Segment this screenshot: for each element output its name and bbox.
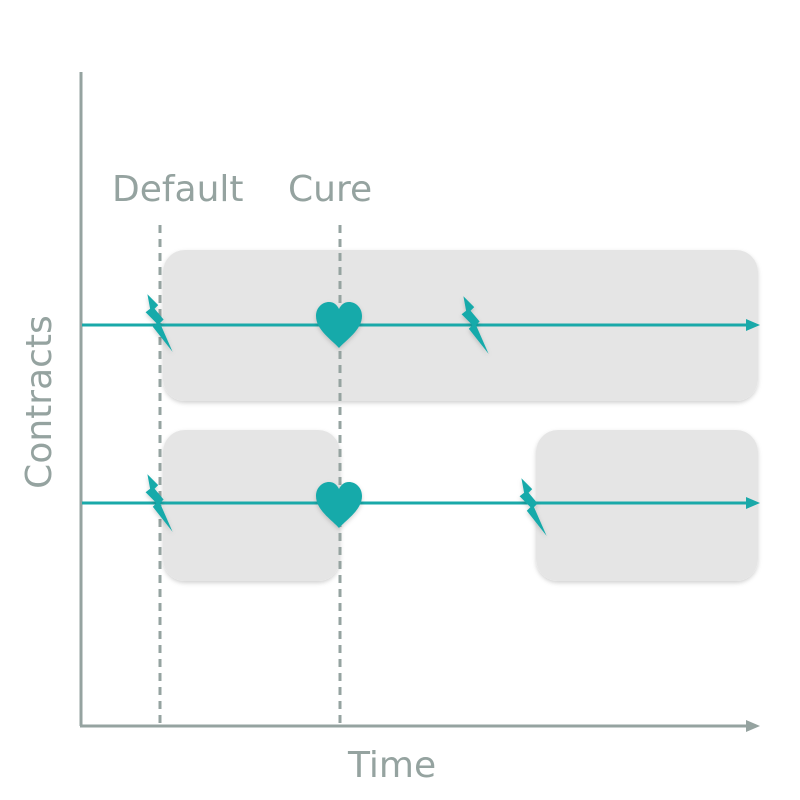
x-axis-label: Time bbox=[348, 745, 437, 786]
contract-2-arrowhead bbox=[746, 497, 760, 509]
contract-1-arrowhead bbox=[746, 319, 760, 331]
x-axis-arrowhead bbox=[746, 720, 760, 732]
default-period-box-2 bbox=[163, 430, 340, 581]
default-period-box-3 bbox=[536, 430, 758, 581]
cure-label: Cure bbox=[288, 169, 373, 210]
y-axis-label: Contracts bbox=[19, 315, 60, 489]
default-label: Default bbox=[112, 169, 244, 210]
